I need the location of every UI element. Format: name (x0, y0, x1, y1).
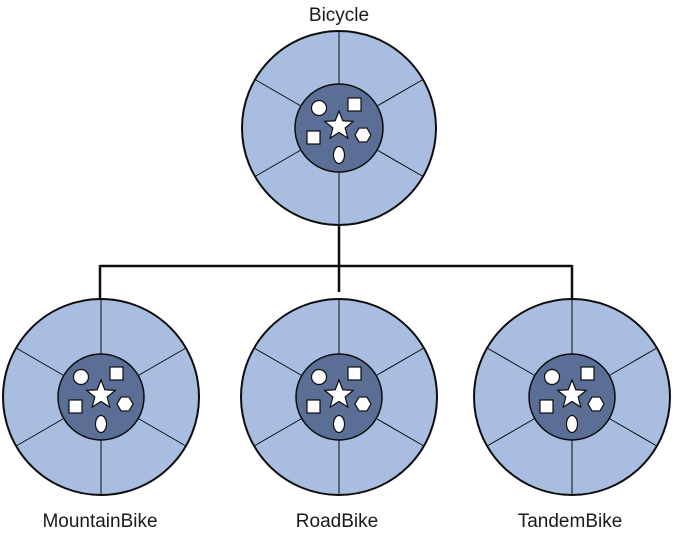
inheritance-connectors (98, 224, 574, 298)
circle-icon (72, 368, 90, 386)
spoke-line (253, 347, 303, 376)
child-class-label-mountainbike: MountainBike (42, 511, 158, 532)
square-icon (580, 366, 595, 381)
spoke-line (608, 418, 658, 447)
circle-icon (543, 368, 561, 386)
spoke-line (376, 149, 424, 177)
child-class-label-tandembike: TandemBike (517, 511, 623, 532)
star-icon (323, 109, 355, 140)
spoke-line (375, 418, 425, 447)
spoke-line (15, 418, 65, 447)
square-icon (539, 399, 554, 414)
square-icon (109, 366, 124, 381)
node-bicycle (241, 30, 437, 226)
circle-icon (310, 99, 328, 117)
spoke-line (137, 418, 187, 447)
star-icon (556, 378, 588, 409)
node-roadbike (240, 298, 438, 496)
star-icon (323, 378, 355, 409)
spoke-line (254, 149, 302, 177)
hexagon-icon (354, 127, 372, 143)
spoke-line (376, 79, 424, 107)
spoke-line (137, 347, 187, 376)
ellipse-icon (94, 414, 108, 434)
node-mountainbike (2, 298, 200, 496)
ellipse-icon (332, 145, 346, 165)
square-icon (306, 399, 321, 414)
star-icon (85, 378, 117, 409)
hexagon-icon (354, 396, 372, 412)
spoke-line (375, 347, 425, 376)
spoke-line (253, 418, 303, 447)
child-class-label-roadbike: RoadBike (295, 511, 379, 532)
spoke-line (486, 418, 536, 447)
hexagon-icon (587, 396, 605, 412)
square-icon (347, 97, 362, 112)
spoke-line (486, 347, 536, 376)
ellipse-icon (565, 414, 579, 434)
spoke-line (15, 347, 65, 376)
square-icon (306, 130, 321, 145)
spoke-line (608, 347, 658, 376)
square-icon (68, 399, 83, 414)
ellipse-icon (332, 414, 346, 434)
hexagon-icon (116, 396, 134, 412)
circle-icon (310, 368, 328, 386)
node-tandembike (473, 298, 671, 496)
parent-class-label: Bicycle (308, 5, 370, 26)
square-icon (347, 366, 362, 381)
spoke-line (254, 79, 302, 107)
class-nodes (2, 30, 671, 496)
